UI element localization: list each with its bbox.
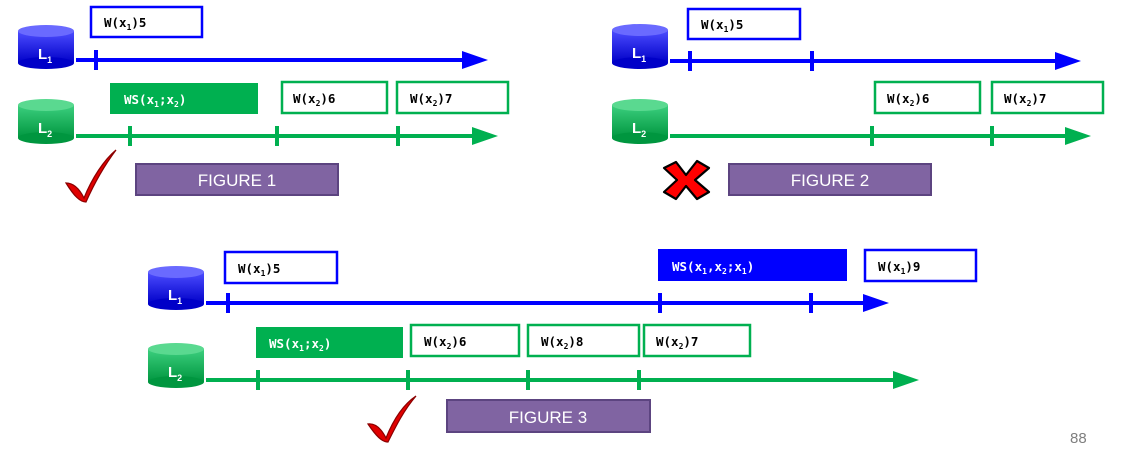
log-2-cylinder: L2 — [18, 99, 74, 144]
log-1-arrowhead — [863, 294, 889, 312]
log-1-label: L1 — [38, 46, 52, 65]
svg-text:W(x1)5: W(x1)5 — [104, 15, 146, 32]
svg-text:W(x2)6: W(x2)6 — [887, 91, 929, 108]
figure-1-caption: FIGURE 1 — [135, 163, 339, 196]
svg-text:W(x2)8: W(x2)8 — [541, 334, 583, 351]
svg-text:W(x1)5: W(x1)5 — [238, 261, 280, 278]
svg-text:W(x2)7: W(x2)7 — [410, 91, 452, 108]
figure-2-caption: FIGURE 2 — [728, 163, 932, 196]
figure-1: L1 W(x1)5 L2 WS(x1;x2) — [18, 5, 510, 203]
check-icon — [366, 395, 417, 443]
log-1-label: L1 — [168, 287, 182, 306]
op-w-x1-5: W(x1)5 — [686, 7, 802, 41]
op-w-x2-7: W(x2)7 — [990, 80, 1105, 115]
log-1-cylinder: L1 — [612, 24, 668, 69]
op-w-x2-6: W(x2)6 — [409, 323, 521, 358]
svg-text:W(x2)6: W(x2)6 — [293, 91, 335, 108]
log-1-label: L1 — [632, 45, 646, 64]
op-w-x2-7: W(x2)7 — [395, 80, 510, 115]
figure-2: L1 W(x1)5 L2 W(x2)6 W(x2)7 — [612, 7, 1105, 201]
op-w-x2-6: W(x2)6 — [280, 80, 389, 115]
log-2-label: L2 — [632, 120, 646, 139]
svg-text:W(x1)5: W(x1)5 — [701, 17, 743, 34]
page-number: 88 — [1070, 430, 1087, 447]
op-ws-x1-x2: WS(x1;x2) — [110, 83, 258, 114]
svg-text:WS(x1;x2): WS(x1;x2) — [269, 336, 331, 353]
op-ws-x1-x2: WS(x1;x2) — [256, 327, 403, 358]
svg-text:FIGURE 3: FIGURE 3 — [509, 408, 587, 427]
svg-text:WS(x1,x2;x1): WS(x1,x2;x1) — [672, 259, 754, 276]
figure-3-caption: FIGURE 3 — [446, 399, 651, 433]
log-1-cylinder: L1 — [18, 25, 74, 69]
op-w-x1-5: W(x1)5 — [89, 5, 204, 39]
svg-text:W(x2)7: W(x2)7 — [1004, 91, 1046, 108]
svg-text:FIGURE 2: FIGURE 2 — [791, 171, 869, 190]
op-w-x1-5: W(x1)5 — [223, 250, 339, 285]
log-1-arrowhead — [462, 51, 488, 69]
op-w-x2-6: W(x2)6 — [873, 80, 982, 115]
log-2-cylinder: L2 — [148, 343, 204, 388]
op-w-x1-9: W(x1)9 — [863, 248, 978, 283]
log-2-arrowhead — [472, 127, 498, 145]
log-2-label: L2 — [168, 364, 182, 383]
svg-text:W(x1)9: W(x1)9 — [878, 259, 920, 276]
figure-3: L1 W(x1)5 WS(x1,x2;x1) W(x1)9 L2 — [148, 248, 978, 443]
log-2-arrowhead — [893, 371, 919, 389]
svg-text:FIGURE 1: FIGURE 1 — [198, 171, 276, 190]
log-2-cylinder: L2 — [612, 99, 668, 144]
log-1-cylinder: L1 — [148, 266, 204, 310]
log-2-label: L2 — [38, 120, 52, 139]
log-2-arrowhead — [1065, 127, 1091, 145]
check-icon — [64, 149, 117, 203]
op-w-x2-8: W(x2)8 — [526, 323, 641, 358]
op-ws-x1-x2-x1: WS(x1,x2;x1) — [658, 249, 847, 281]
svg-text:W(x2)7: W(x2)7 — [656, 334, 698, 351]
cross-icon — [662, 159, 711, 201]
log-1-arrowhead — [1055, 52, 1081, 70]
op-w-x2-7: W(x2)7 — [642, 323, 752, 358]
svg-text:W(x2)6: W(x2)6 — [424, 334, 466, 351]
svg-text:WS(x1;x2): WS(x1;x2) — [124, 92, 186, 109]
